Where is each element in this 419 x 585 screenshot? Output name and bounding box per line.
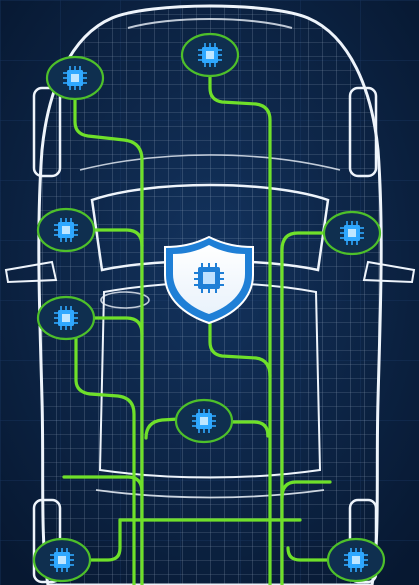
node-bottom-right — [328, 539, 384, 581]
node-mid-left-lower — [38, 297, 94, 339]
node-mid-left-upper — [38, 209, 94, 251]
node-mid-right — [324, 212, 380, 254]
node-center-lower — [176, 400, 232, 442]
node-top-center — [182, 34, 238, 76]
node-top-left — [47, 57, 103, 99]
node-bottom-left — [34, 539, 90, 581]
